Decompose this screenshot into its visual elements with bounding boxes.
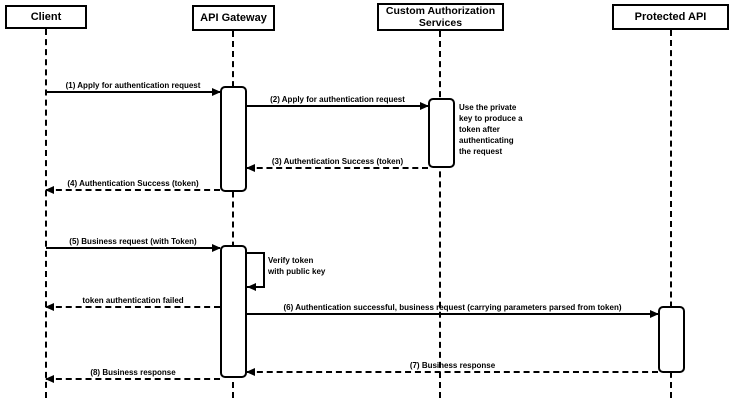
self-message-label: Verify token with public key — [268, 256, 326, 276]
activation-api-gateway-1 — [220, 86, 247, 192]
activation-api-gateway-2 — [220, 245, 247, 378]
message-1-line — [46, 91, 220, 93]
message-4: (4) Authentication Success (token) — [45, 177, 220, 194]
message-5-line — [46, 247, 220, 249]
participant-api-gateway: API Gateway — [192, 5, 275, 31]
arrowhead-left-icon — [246, 368, 255, 376]
message-6: (6) Authentication successful, business … — [247, 301, 659, 318]
lifeline-api-gateway — [232, 31, 234, 398]
message-3-line — [247, 167, 428, 169]
self-message-loop — [247, 252, 265, 291]
arrowhead-right-icon — [212, 244, 221, 252]
participant-client: Client — [5, 5, 87, 29]
message-3: (3) Authentication Success (token) — [246, 155, 428, 172]
arrowhead-left-icon — [45, 186, 54, 194]
participant-custom-authorization-services-label: Custom Authorization Services — [385, 5, 496, 29]
lifeline-custom-authorization-services — [439, 31, 441, 398]
message-8-line — [46, 378, 220, 380]
lifeline-client — [45, 29, 47, 398]
participant-api-gateway-label: API Gateway — [200, 12, 267, 24]
message-2-line — [247, 105, 428, 107]
message-2: (2) Apply for authentication request — [247, 93, 429, 110]
arrowhead-right-icon — [420, 102, 429, 110]
message-token-auth-failed-label: token authentication failed — [82, 296, 184, 305]
message-6-line — [247, 313, 658, 315]
arrowhead-left-icon — [247, 283, 256, 291]
message-1-label: (1) Apply for authentication request — [65, 81, 201, 90]
message-6-label: (6) Authentication successful, business … — [283, 303, 622, 312]
activation-custom-authorization-services — [428, 98, 455, 168]
message-8: (8) Business response — [45, 366, 220, 383]
message-7-line — [247, 371, 658, 373]
message-7-label: (7) Business response — [409, 361, 496, 370]
message-token-auth-failed-line — [46, 306, 220, 308]
note-private-key: Use the private key to produce a token a… — [459, 103, 523, 156]
arrowhead-left-icon — [45, 375, 54, 383]
participant-protected-api-label: Protected API — [634, 11, 707, 23]
participant-custom-authorization-services: Custom Authorization Services — [377, 3, 504, 31]
message-5-label: (5) Business request (with Token) — [69, 237, 197, 246]
arrowhead-right-icon — [650, 310, 659, 318]
message-token-auth-failed: token authentication failed — [45, 294, 220, 311]
message-7: (7) Business response — [246, 359, 658, 376]
message-3-label: (3) Authentication Success (token) — [271, 157, 404, 166]
message-2-label: (2) Apply for authentication request — [270, 95, 405, 104]
message-4-label: (4) Authentication Success (token) — [67, 179, 199, 188]
arrowhead-left-icon — [45, 303, 54, 311]
participant-protected-api: Protected API — [612, 4, 729, 30]
message-5: (5) Business request (with Token) — [46, 235, 221, 252]
message-4-line — [46, 189, 220, 191]
activation-protected-api — [658, 306, 685, 373]
message-1: (1) Apply for authentication request — [46, 79, 221, 96]
arrowhead-right-icon — [212, 88, 221, 96]
message-8-label: (8) Business response — [90, 368, 176, 377]
arrowhead-left-icon — [246, 164, 255, 172]
participant-client-label: Client — [30, 11, 62, 23]
lifeline-protected-api — [670, 30, 672, 398]
